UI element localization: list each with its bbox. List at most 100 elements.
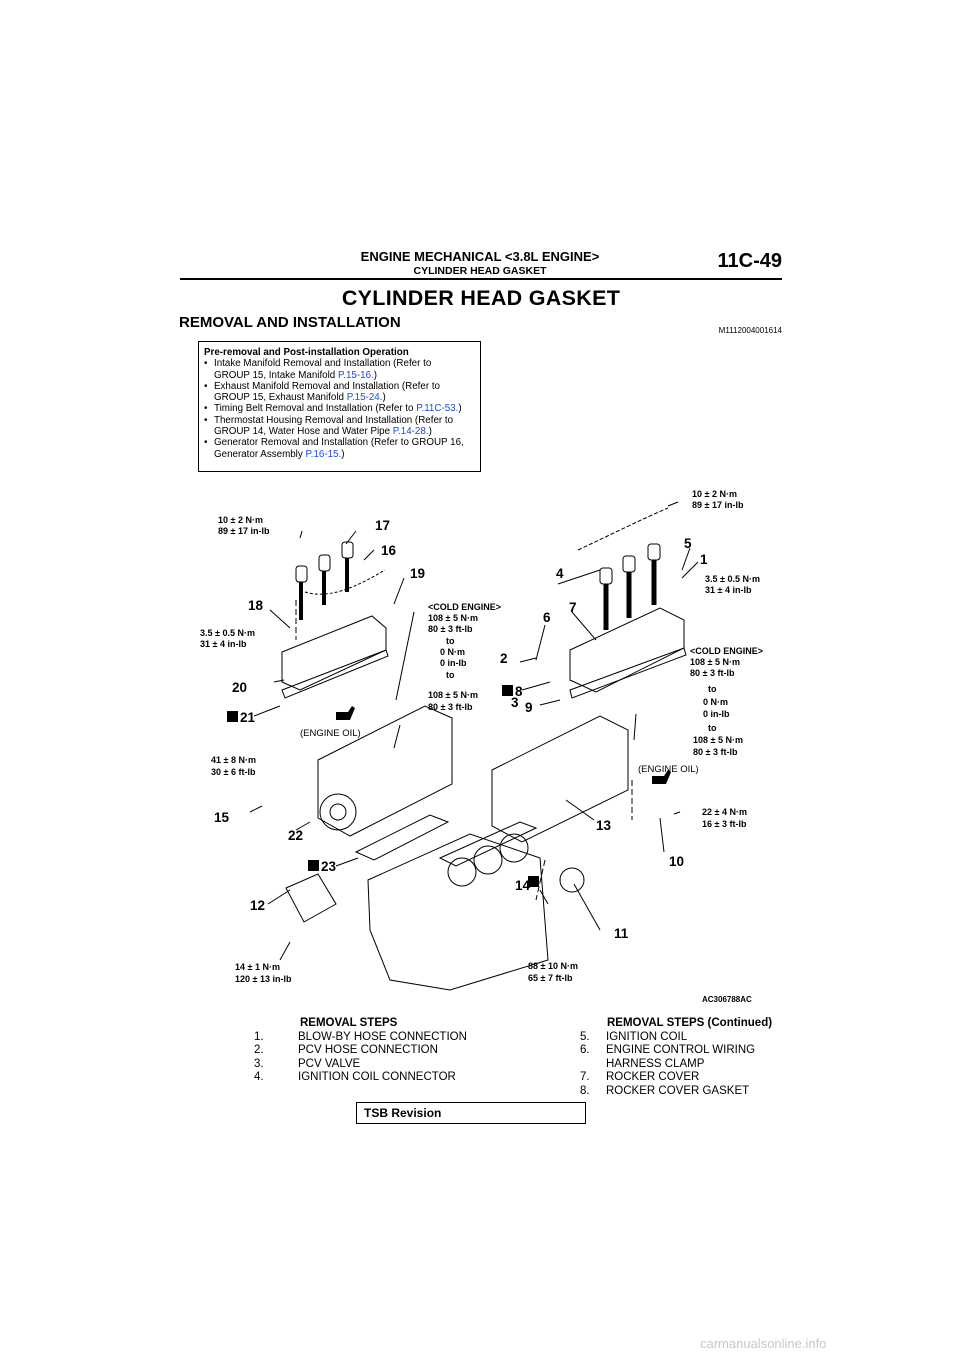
pre-item: Generator Removal and Installation (Refe… [204,437,474,460]
right-rocker-cover [569,607,685,693]
new-part-markers: N N N N [227,685,539,889]
callout-16: 16 [381,543,397,558]
figure-code: AC306788AC [702,995,752,1004]
header-subsection: CYLINDER HEAD GASKET [413,265,547,277]
callout-12: 12 [250,898,265,913]
engine-oil-label-right: (ENGINE OIL) [638,764,699,775]
svg-text:10 ± 2 N·m: 10 ± 2 N·m [692,489,737,499]
document-id: M1112004001614 [718,326,782,335]
callout-21: 21 [240,710,256,725]
callout-6: 6 [543,610,551,625]
left-head-gasket [354,814,450,861]
svg-text:3.5 ± 0.5 N·m: 3.5 ± 0.5 N·m [705,574,760,584]
engine-block [367,833,549,991]
pre-item: Exhaust Manifold Removal and Installatio… [204,381,474,404]
pre-item: Thermostat Housing Removal and Installat… [204,415,474,438]
callout-3: 3 [511,695,519,710]
svg-text:89 ± 17 in-lb: 89 ± 17 in-lb [692,500,744,510]
svg-text:0 N·m: 0 N·m [440,647,465,657]
page-number: 11C-49 [717,250,783,272]
svg-text:31 ± 4 in-lb: 31 ± 4 in-lb [705,585,752,595]
callout-20: 20 [232,680,247,695]
svg-text:16 ± 3 ft-lb: 16 ± 3 ft-lb [702,819,747,829]
callout-13: 13 [596,818,612,833]
header-section: ENGINE MECHANICAL <3.8L ENGINE> [360,249,600,264]
svg-text:65 ± 7 ft-lb: 65 ± 7 ft-lb [528,973,573,983]
oil-can-icon [336,706,671,784]
svg-text:0 N·m: 0 N·m [703,697,728,707]
step-item: 7.ROCKER COVER [580,1071,700,1083]
callout-4: 4 [556,566,564,581]
callout-7: 7 [569,600,577,615]
svg-text:N: N [310,862,317,873]
svg-text:108 ± 5 N·m: 108 ± 5 N·m [693,735,743,745]
right-ignition-coils [577,507,669,630]
svg-text:0 in-lb: 0 in-lb [440,658,467,668]
callout-14: 14 [515,878,531,893]
svg-text:to: to [446,636,455,646]
svg-text:N: N [229,713,236,724]
callout-8: 8 [515,684,523,699]
svg-text:to: to [708,684,717,694]
svg-text:108 ± 5 N·m: 108 ± 5 N·m [690,657,740,667]
svg-text:<COLD ENGINE>: <COLD ENGINE> [690,646,763,656]
callout-15: 15 [214,810,230,825]
page-link[interactable]: P.11C-53. [416,403,459,415]
page-link[interactable]: P.15-16. [337,369,374,381]
svg-text:30 ± 6 ft-lb: 30 ± 6 ft-lb [211,767,256,777]
pre-item: Timing Belt Removal and Installation (Re… [204,403,474,415]
svg-text:80 ± 3 ft-lb: 80 ± 3 ft-lb [693,747,738,757]
svg-text:3.5 ± 0.5 N·m: 3.5 ± 0.5 N·m [200,628,255,638]
page-link[interactable]: P.15-24. [346,392,383,404]
exploded-view-diagram: N N N N 1 2 3 4 5 6 7 8 9 10 11 12 13 14… [200,489,763,1004]
svg-text:80 ± 3 ft-lb: 80 ± 3 ft-lb [690,668,735,678]
svg-text:108 ± 5 N·m: 108 ± 5 N·m [428,690,478,700]
step-item: 1.BLOW-BY HOSE CONNECTION [254,1030,467,1043]
svg-text:<COLD ENGINE>: <COLD ENGINE> [428,602,501,612]
camshaft-sprocket [559,867,585,893]
callout-22: 22 [288,828,303,843]
removal-steps-right: REMOVAL STEPS (Continued) 5.IGNITION COI… [580,1017,785,1098]
callout-23: 23 [321,859,337,874]
svg-text:41 ± 8 N·m: 41 ± 8 N·m [211,755,256,765]
steps-heading: REMOVAL STEPS (Continued) [607,1017,773,1029]
right-cylinder-head [491,715,629,843]
step-item: 4.IGNITION COIL CONNECTOR [254,1071,456,1083]
step-item: 5.IGNITION COIL [580,1030,688,1043]
torque-specs: 10 ± 2 N·m 89 ± 17 in-lb 10 ± 2 N·m 89 ±… [200,489,763,984]
left-rocker-cover [281,615,387,691]
engine-oil-label-left: (ENGINE OIL) [300,728,361,739]
callout-9: 9 [525,700,533,715]
svg-text:80 ± 3 ft-lb: 80 ± 3 ft-lb [428,702,473,712]
callout-19: 19 [410,566,425,581]
svg-text:to: to [708,723,717,733]
left-cylinder-head [317,705,453,837]
svg-text:120 ± 13 in-lb: 120 ± 13 in-lb [235,974,292,984]
watermark: carmanualsonline.info [700,1336,827,1351]
header-rule [180,278,782,280]
callout-1: 1 [700,552,708,567]
svg-text:0 in-lb: 0 in-lb [703,709,730,719]
bracket [285,873,337,923]
svg-text:108 ± 5 N·m: 108 ± 5 N·m [428,613,478,623]
page-link[interactable]: P.16-15. [305,448,342,460]
svg-text:22 ± 4 N·m: 22 ± 4 N·m [702,807,747,817]
svg-text:80 ± 3 ft-lb: 80 ± 3 ft-lb [428,624,473,634]
page-link[interactable]: P.14-28. [392,426,429,438]
callout-17: 17 [375,518,390,533]
svg-text:to: to [446,670,455,680]
left-ignition-coils [295,541,386,620]
pre-removal-title: Pre-removal and Post-installation Operat… [204,347,409,358]
section-title: REMOVAL AND INSTALLATION [179,314,401,331]
pre-removal-box: Pre-removal and Post-installation Operat… [198,341,481,472]
callout-2: 2 [500,651,508,666]
svg-text:N: N [504,687,511,698]
svg-text:88 ± 10 N·m: 88 ± 10 N·m [528,961,578,971]
callout-10: 10 [669,854,684,869]
steps-heading: REMOVAL STEPS [300,1017,398,1029]
page-title: CYLINDER HEAD GASKET [341,286,621,310]
step-item: 3.PCV VALVE [254,1057,361,1070]
callout-11: 11 [614,926,629,941]
svg-text:N: N [530,878,537,889]
